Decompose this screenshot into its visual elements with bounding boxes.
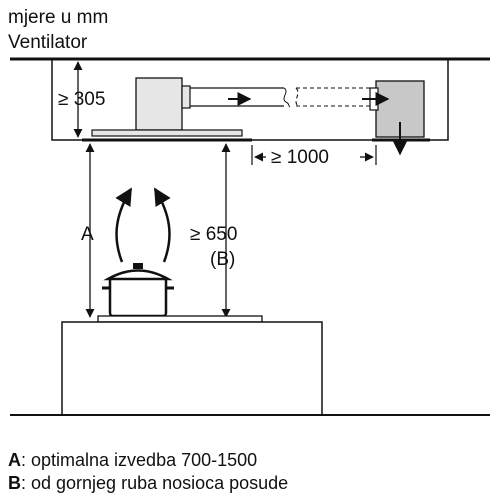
height-b-note-label: (B) bbox=[210, 249, 236, 270]
legend-item-a: A: optimalna izvedba 700-1500 bbox=[8, 451, 257, 469]
legend-key-b: B bbox=[8, 473, 21, 493]
hood-plate bbox=[91, 129, 243, 137]
legend-key-a: A bbox=[8, 450, 21, 470]
duct-wave bbox=[283, 87, 291, 108]
units-label: mjere u mm bbox=[8, 7, 109, 28]
motor-block bbox=[135, 77, 183, 131]
cooking-pot bbox=[102, 263, 174, 318]
duct-length-label: ≥ 1000 bbox=[271, 147, 329, 168]
title-label: Ventilator bbox=[8, 32, 88, 53]
cooktop bbox=[97, 315, 263, 323]
kitchen-counter bbox=[61, 321, 323, 416]
steam-arrow-right bbox=[153, 187, 171, 263]
legend-text-a: : optimalna izvedba 700-1500 bbox=[21, 450, 258, 470]
height-a-label: A bbox=[81, 224, 94, 245]
duct-connector bbox=[181, 85, 191, 109]
height-b-value-label: ≥ 650 bbox=[190, 224, 238, 245]
legend-item-b: B: od gornjeg ruba nosioca posude bbox=[8, 474, 288, 492]
duct-solid bbox=[190, 87, 284, 107]
steam-arrow-left bbox=[115, 187, 133, 263]
duct-dashed bbox=[295, 87, 372, 107]
legend-text-b: : od gornjeg ruba nosioca posude bbox=[21, 473, 289, 493]
depth-label: ≥ 305 bbox=[58, 89, 106, 110]
